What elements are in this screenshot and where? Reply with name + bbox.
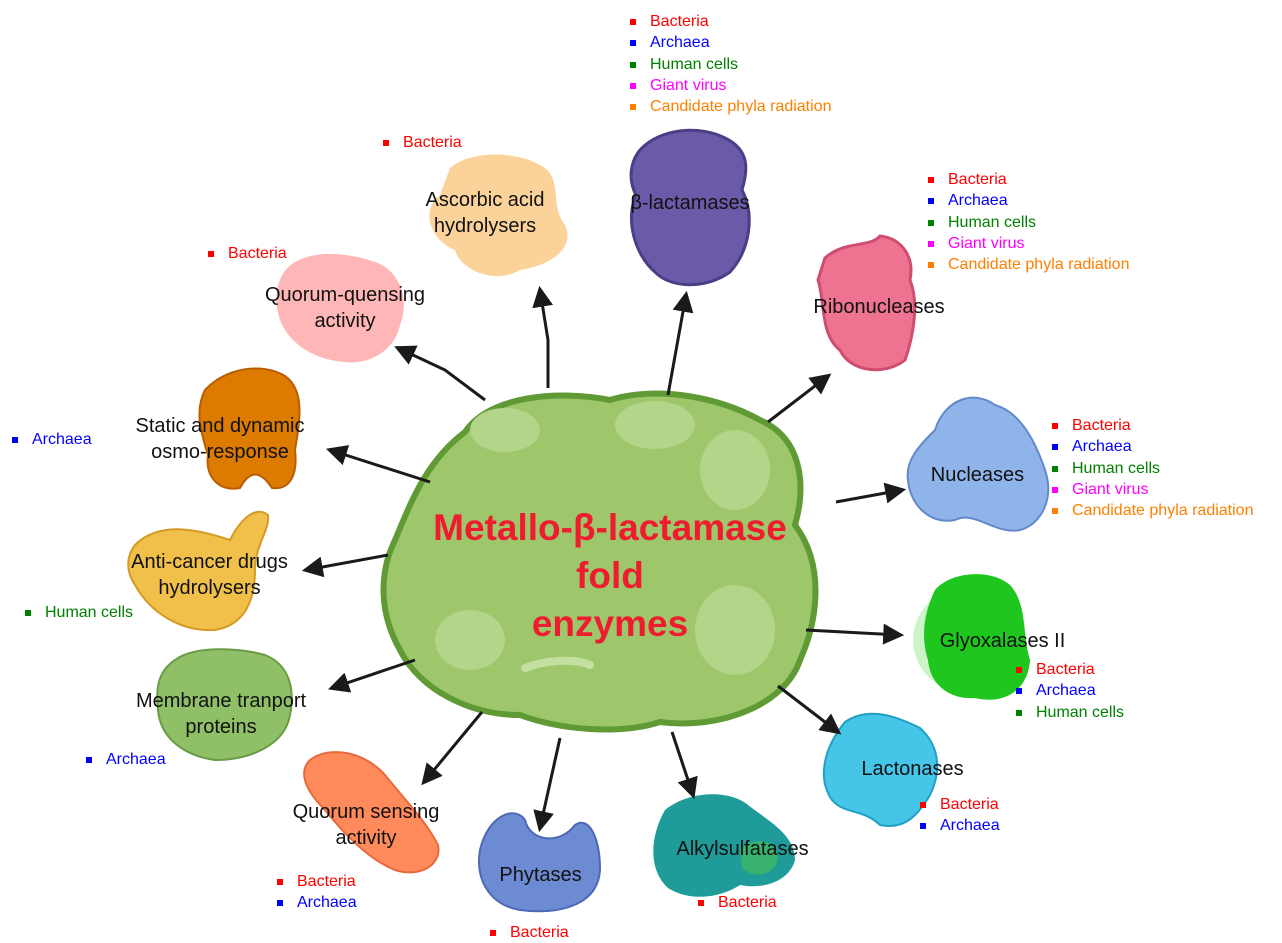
origin-item: Bacteria [1016,659,1124,680]
label-anticancer: Anti-cancer drugs hydrolysers [131,551,288,599]
arrow-phytase [533,737,562,833]
center-title-line: enzymes [531,603,689,644]
origins-quorum-sensing: Bacteria Archaea [277,871,357,914]
protein-osmo [198,367,301,490]
origin-item: Giant virus [928,233,1129,254]
center-title: Metallo-β-lactamase fold enzymes [395,504,825,648]
origins-osmo: Archaea [12,429,92,450]
protein-phytase [478,812,602,913]
origin-item: Human cells [25,602,133,623]
label-lactonase: Lactonases [861,758,964,780]
origin-item: Archaea [920,815,1000,836]
protein-quorum-sensing [303,751,440,874]
label-beta-lactamase: β-lactamases [630,192,750,214]
origin-item: Candidate phyla radiation [928,254,1129,275]
origins-phytase: Bacteria [490,922,569,943]
label-phytase: Phytases [499,864,582,886]
arrow-beta-lactamase [666,290,694,396]
protein-anticancer [127,510,270,632]
arrow-alkylsulfatase [670,731,698,799]
label-ascorbic: Ascorbic acid hydrolysers [425,189,545,237]
origins-ascorbic: Bacteria [383,132,462,153]
origin-item: Giant virus [630,75,831,96]
origin-item: Archaea [928,190,1129,211]
arrow-ascorbic [532,285,554,388]
arrow-nuclease [835,482,907,504]
origin-item: Bacteria [383,132,462,153]
arrow-quorum-quensing [394,345,486,402]
label-osmo: Static and dynamic osmo-response [135,415,305,463]
center-title-line: fold [576,555,644,596]
arrow-osmo [325,445,431,484]
origins-anticancer: Human cells [25,602,133,623]
arrow-membrane [328,658,416,693]
protein-alkylsulfatase [653,794,795,897]
central-enzyme-blob [380,390,819,733]
arrow-quorum-sensing [421,711,484,786]
origin-item: Bacteria [630,11,831,32]
protein-membrane [156,648,293,762]
protein-ribonuclease [816,234,917,372]
origin-item: Archaea [86,749,166,770]
origin-item: Bacteria [698,892,777,913]
protein-beta-lactamase [629,128,751,287]
protein-quorum-quensing [276,253,404,363]
origins-quorum-quensing: Bacteria [208,243,287,264]
origin-item: Bacteria [920,794,1000,815]
origin-item: Bacteria [277,871,357,892]
label-membrane: Membrane tranport proteins [135,690,307,738]
origin-item: Archaea [12,429,92,450]
origin-item: Bacteria [928,169,1129,190]
arrow-anticancer [301,553,389,578]
origin-item: Archaea [1052,436,1253,457]
origin-item: Giant virus [1052,479,1253,500]
origins-membrane: Archaea [86,749,166,770]
protein-glyoxalase [913,574,1030,700]
origin-item: Human cells [1016,702,1124,723]
arrow-lactonase [777,684,842,735]
origin-item: Human cells [928,212,1129,233]
origins-nuclease: Bacteria Archaea Human cells Giant virus… [1052,415,1253,521]
origin-item: Candidate phyla radiation [630,96,831,117]
origin-item: Bacteria [490,922,569,943]
label-glyoxalase: Glyoxalases II [939,630,1066,652]
origin-item: Archaea [277,892,357,913]
protein-lactonase [822,712,939,827]
origin-item: Human cells [630,54,831,75]
origin-item: Bacteria [208,243,287,264]
arrows [301,285,907,833]
origin-item: Human cells [1052,458,1253,479]
label-ribonuclease: Ribonucleases [813,296,945,318]
label-nuclease: Nucleases [930,464,1025,486]
origin-item: Archaea [1016,680,1124,701]
label-alkylsulfatase: Alkylsulfatases [676,838,809,860]
origin-item: Archaea [630,32,831,53]
arrow-ribonuclease [767,373,832,424]
origins-ribonuclease: Bacteria Archaea Human cells Giant virus… [928,169,1129,275]
origins-beta-lactamase: Bacteria Archaea Human cells Giant virus… [630,11,831,117]
origins-glyoxalase: Bacteria Archaea Human cells [1016,659,1124,723]
arrow-glyoxalase [805,623,905,645]
origins-lactonase: Bacteria Archaea [920,794,1000,837]
label-quorum-sensing: Quorum sensing activity [292,801,440,849]
protein-nuclease [906,396,1050,532]
center-title-line: Metallo-β-lactamase [433,507,787,548]
label-quorum-quensing: Quorum-quensing activity [264,284,426,332]
protein-ascorbic [429,154,568,277]
origin-item: Candidate phyla radiation [1052,500,1253,521]
origin-item: Bacteria [1052,415,1253,436]
origins-alkylsulfatase: Bacteria [698,892,777,913]
